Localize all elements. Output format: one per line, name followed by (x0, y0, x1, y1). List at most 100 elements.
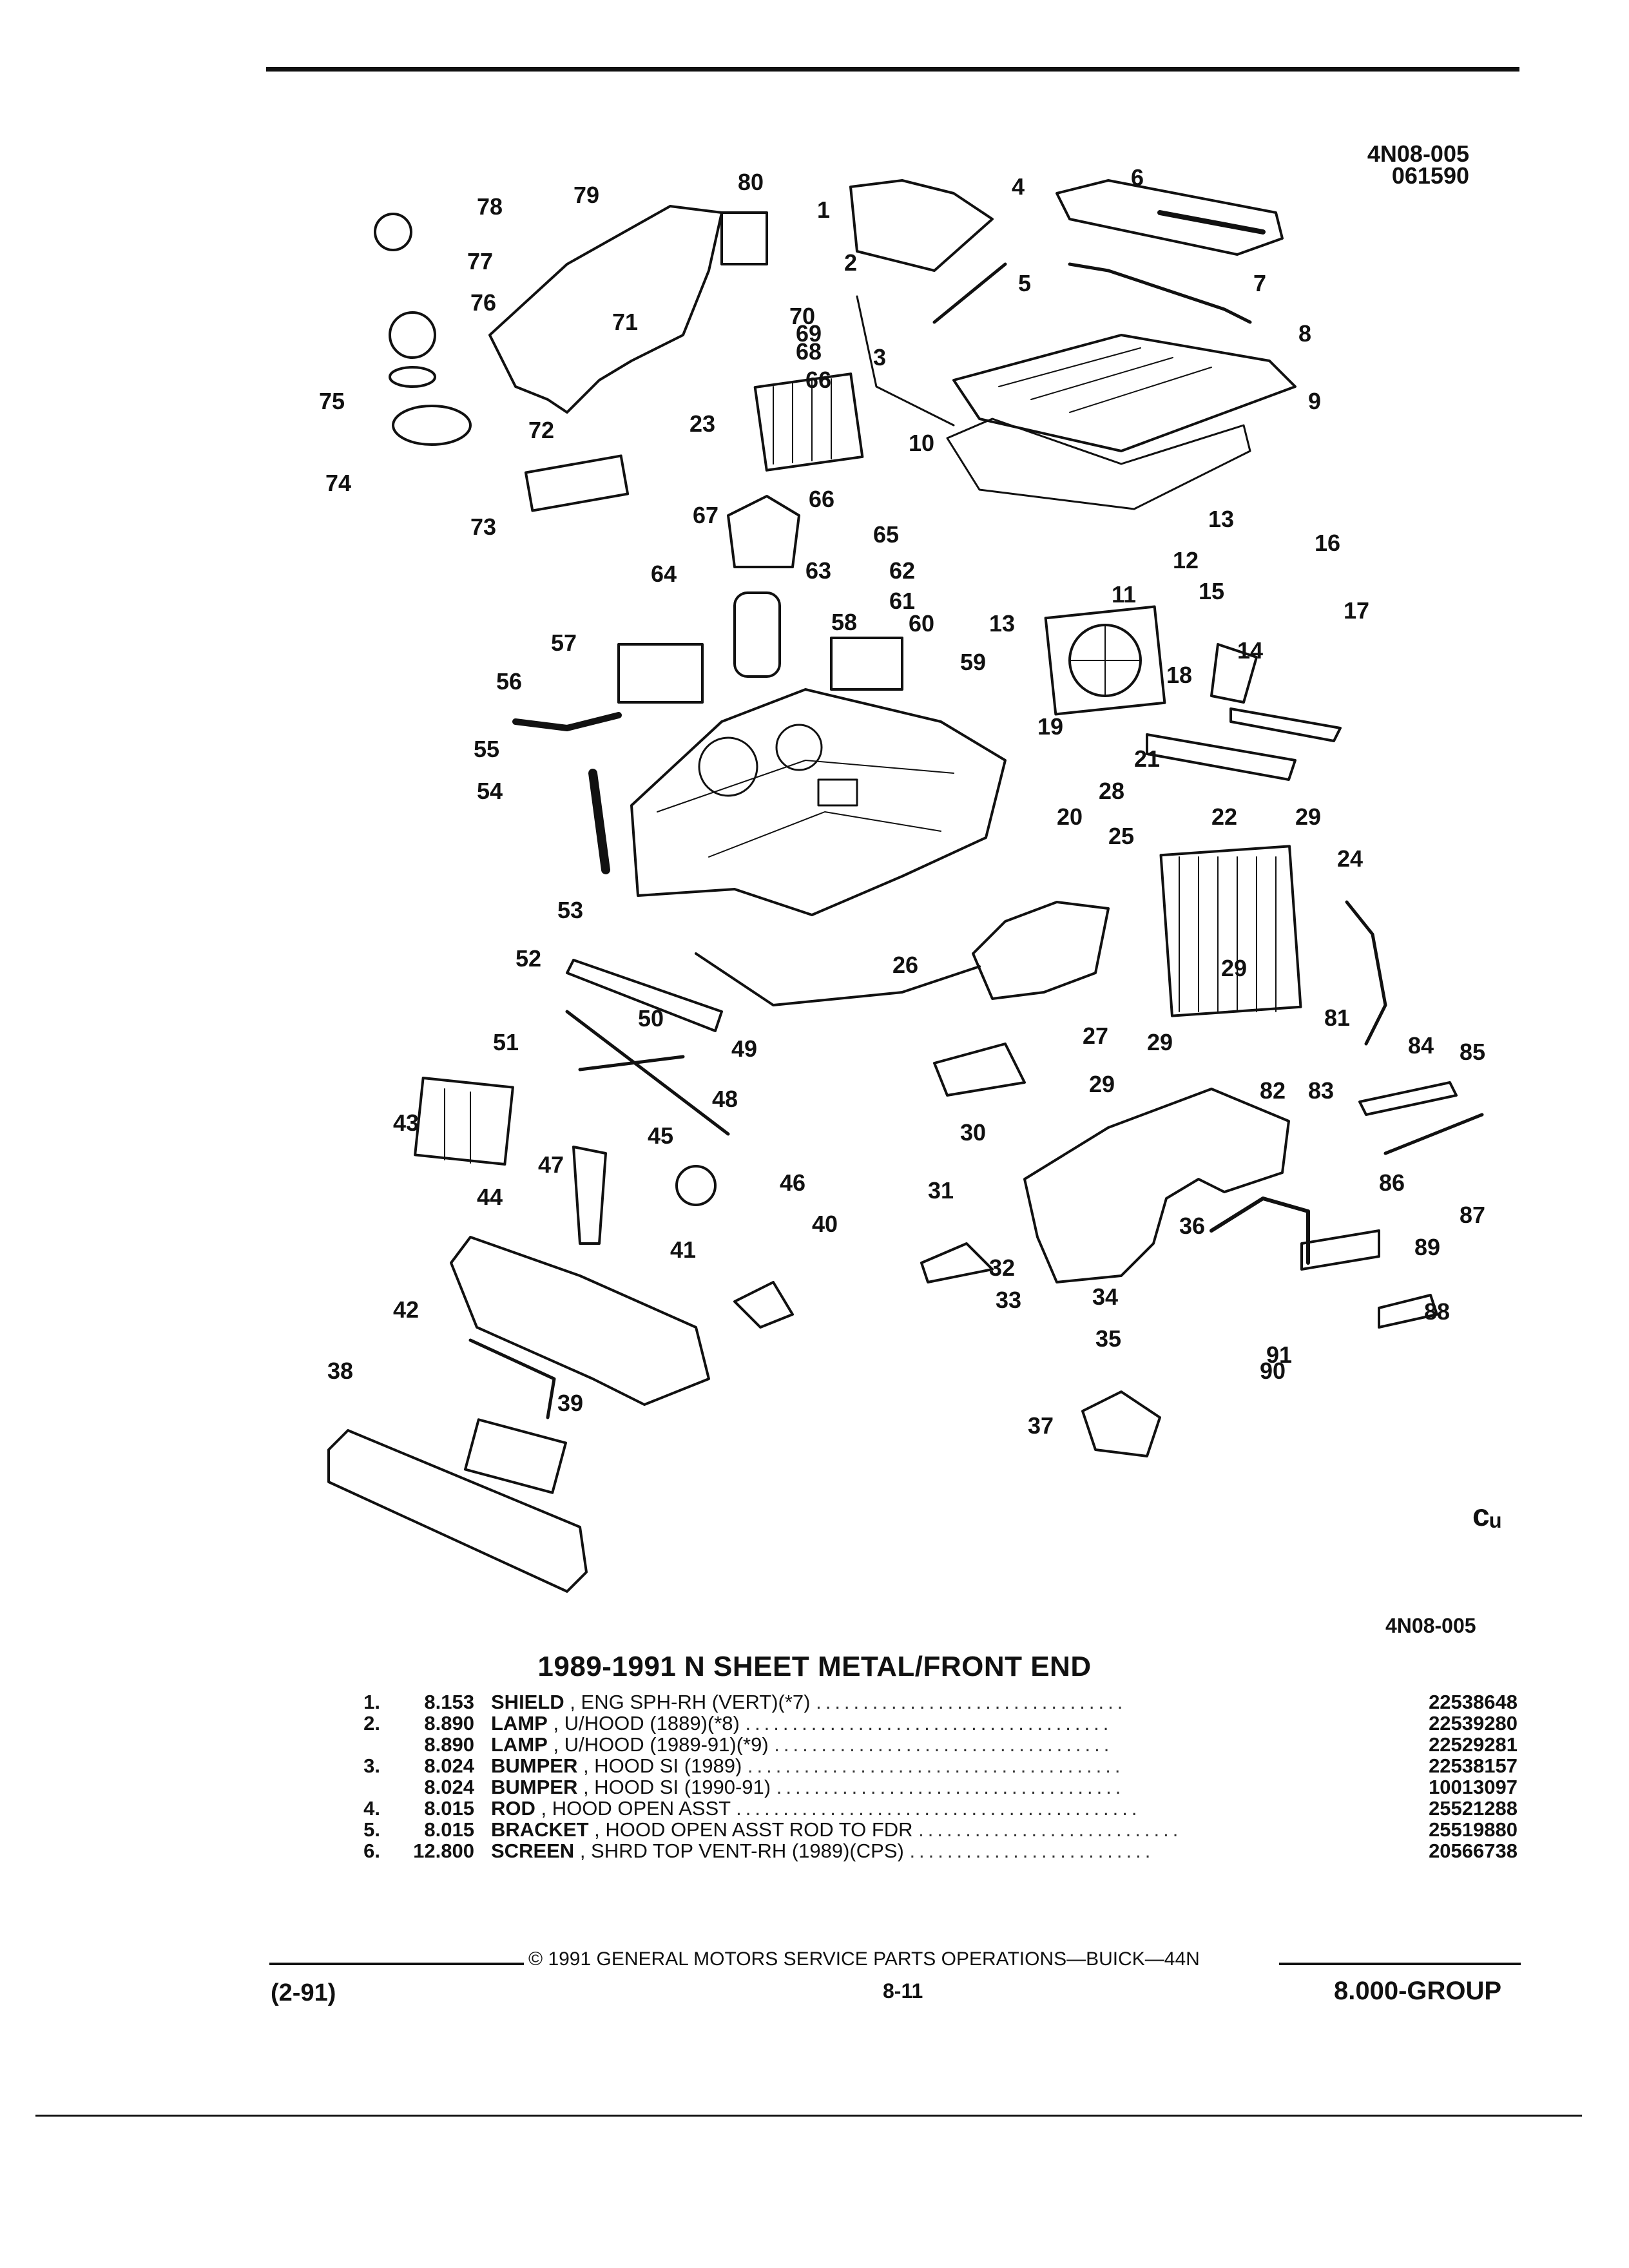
rail-19 (1146, 733, 1296, 781)
illustration-code-line2: 061590 (1391, 162, 1469, 189)
callout-82: 82 (1260, 1077, 1286, 1104)
part-number: 22539280 (1429, 1712, 1518, 1735)
callout-69: 69 (796, 320, 822, 347)
footer-rule-right (1279, 1963, 1521, 1965)
callout-39: 39 (557, 1390, 583, 1416)
callout-6: 6 (1131, 164, 1144, 191)
bracket-79 (720, 211, 768, 265)
part-number: 22538648 (1429, 1691, 1518, 1713)
callout-74: 74 (325, 470, 351, 496)
callout-70: 70 (789, 303, 815, 329)
item-number (335, 1776, 397, 1798)
group-number: 8.015 (424, 1797, 474, 1820)
callout-58: 58 (831, 609, 857, 635)
part-detail: , U/HOOD (1889)(*8) (547, 1713, 746, 1734)
part-detail: , SHRD TOP VENT-RH (1989)(CPS) (574, 1840, 910, 1861)
seal-25 (1345, 900, 1387, 1046)
revision-date: (2-91) (271, 1979, 336, 2006)
bracket-72 (524, 454, 630, 512)
group-number: 8.015 (424, 1818, 474, 1841)
fog-lamp (464, 1418, 567, 1494)
callout-2: 2 (844, 249, 857, 276)
callout-27: 27 (1083, 1023, 1108, 1049)
dot-leader: .......................... (909, 1840, 1155, 1861)
trim-88 (1300, 1229, 1380, 1271)
group-number: 8.890 (424, 1733, 474, 1756)
callout-41: 41 (670, 1236, 696, 1263)
parts-row: 8.890 LAMP , U/HOOD (1989-91)(*9) .......… (335, 1734, 1518, 1755)
footer-rule-left (269, 1963, 524, 1965)
upper-fender (488, 205, 723, 414)
callout-76: 76 (470, 289, 496, 316)
group-number: 12.800 (413, 1840, 474, 1862)
callout-34: 34 (1092, 1283, 1118, 1310)
hood-panel (952, 334, 1296, 452)
hose-55 (588, 769, 610, 874)
exploded-parts-diagram: 1234567891011121313141516171819202122232… (319, 164, 1485, 1593)
item-number: 2. (363, 1712, 380, 1735)
group-number: 8.153 (424, 1691, 474, 1713)
callout-79: 79 (574, 182, 599, 208)
bracket-30 (933, 1043, 1026, 1097)
part-detail: , HOOD SI (1990-91) (577, 1776, 776, 1798)
callout-83: 83 (1308, 1077, 1334, 1104)
dot-leader: .................................... (774, 1734, 1113, 1755)
front-end-structure (630, 688, 1007, 916)
dot-leader: ....................................... (745, 1713, 1113, 1734)
part-detail: , HOOD OPEN ASST ROD TO FDR (588, 1819, 919, 1840)
lower-fender (1023, 1088, 1290, 1283)
callout-29: 29 (1147, 1029, 1173, 1055)
callout-5: 5 (1018, 270, 1031, 296)
mount-60 (830, 637, 903, 691)
callout-81: 81 (1324, 1004, 1350, 1031)
callout-67: 67 (693, 502, 718, 528)
callout-21: 21 (1134, 745, 1160, 772)
callout-75: 75 (319, 388, 345, 414)
group-number: 8.024 (424, 1754, 474, 1777)
callout-16: 16 (1315, 530, 1340, 556)
molding-36 (1210, 1196, 1310, 1265)
callout-53: 53 (557, 897, 583, 923)
callout-73: 73 (470, 514, 496, 540)
part-description: LAMP , U/HOOD (1989-91)(*9) ............… (491, 1734, 1389, 1755)
page-number: 8-11 (883, 1979, 923, 2003)
illustration-code: 4N08-005 061590 (1295, 142, 1469, 189)
callout-31: 31 (928, 1177, 954, 1204)
callout-63: 63 (805, 557, 831, 584)
trim-83 (1358, 1081, 1458, 1116)
part-number: 25521288 (1429, 1797, 1518, 1820)
callout-11: 11 (1112, 581, 1136, 608)
callout-66: 66 (805, 367, 831, 393)
callout-9: 9 (1308, 388, 1321, 414)
callout-47: 47 (538, 1151, 564, 1178)
callout-55: 55 (474, 736, 499, 762)
bushing-74 (389, 366, 436, 388)
callout-59: 59 (960, 649, 986, 675)
callout-13: 13 (989, 610, 1015, 637)
callout-84: 84 (1408, 1032, 1434, 1059)
engine-shield (849, 179, 994, 272)
part-name: BUMPER (491, 1776, 578, 1798)
callout-25: 25 (1108, 823, 1134, 849)
bracket-57 (617, 643, 704, 704)
callout-80: 80 (738, 169, 764, 195)
hood-seal (1068, 262, 1252, 324)
callout-10: 10 (909, 430, 934, 456)
callout-23: 23 (689, 410, 715, 437)
callout-40: 40 (812, 1211, 838, 1237)
callout-30: 30 (960, 1119, 986, 1146)
callout-36: 36 (1179, 1213, 1205, 1239)
callout-32: 32 (989, 1254, 1015, 1281)
callout-33: 33 (996, 1287, 1021, 1313)
callout-12: 12 (1173, 547, 1199, 573)
callout-26: 26 (892, 952, 918, 978)
lower-radiator (1159, 845, 1302, 1017)
diagram-reference-code: 4N08-005 (1385, 1614, 1476, 1637)
hood-rod (932, 262, 1007, 324)
support-rod (578, 1055, 685, 1072)
fan-shroud (1044, 605, 1166, 716)
